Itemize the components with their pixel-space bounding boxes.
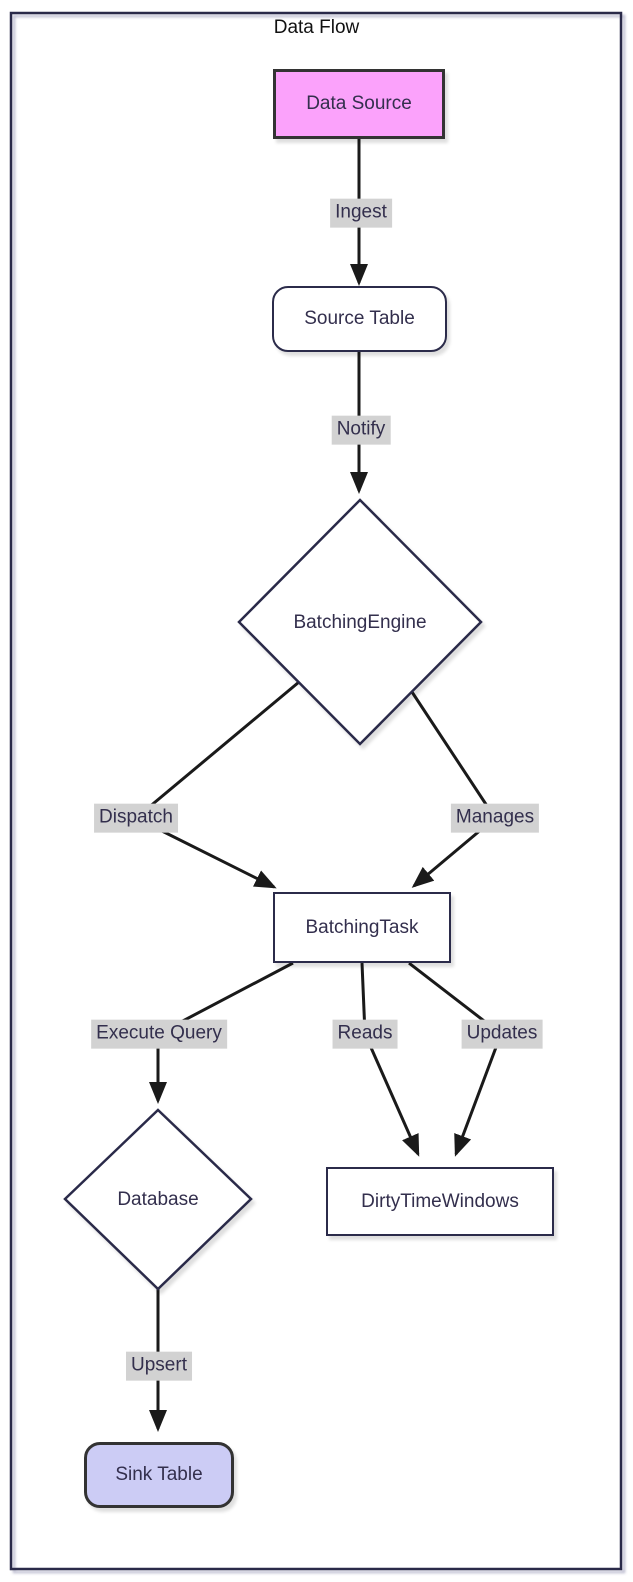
node-source-table-label: Source Table xyxy=(304,308,415,329)
edge-label-upsert: Upsert xyxy=(126,1351,192,1381)
node-dirty-time-windows-label: DirtyTimeWindows xyxy=(361,1190,519,1212)
edge-dispatch xyxy=(133,680,300,889)
edge-label-notify: Notify xyxy=(331,415,391,445)
diagram-title: Data Flow xyxy=(273,17,360,38)
node-database xyxy=(63,1108,253,1291)
edge-label-execute-query: Execute Query xyxy=(91,1019,227,1049)
edge-label-dispatch: Dispatch xyxy=(94,803,178,833)
node-dirty-time-windows: DirtyTimeWindows xyxy=(326,1167,554,1236)
node-sink-table-label: Sink Table xyxy=(115,1464,203,1485)
edge-reads xyxy=(360,962,420,1157)
node-data-source: Data Source xyxy=(273,69,445,139)
edge-updates xyxy=(408,961,503,1157)
edge-label-manages: Manages xyxy=(450,803,540,833)
edge-manages xyxy=(410,691,497,888)
node-data-source-label: Data Source xyxy=(306,93,412,114)
node-batching-task-label: BatchingTask xyxy=(305,916,419,938)
edge-label-reads: Reads xyxy=(332,1019,398,1049)
diagram-border-frame xyxy=(9,11,623,1571)
node-batching-engine xyxy=(237,498,483,746)
edge-label-ingest: Ingest xyxy=(330,198,392,228)
node-sink-table: Sink Table xyxy=(84,1442,234,1508)
edge-label-updates: Updates xyxy=(461,1019,543,1049)
node-source-table: Source Table xyxy=(272,286,447,352)
node-batching-task: BatchingTask xyxy=(273,892,451,963)
